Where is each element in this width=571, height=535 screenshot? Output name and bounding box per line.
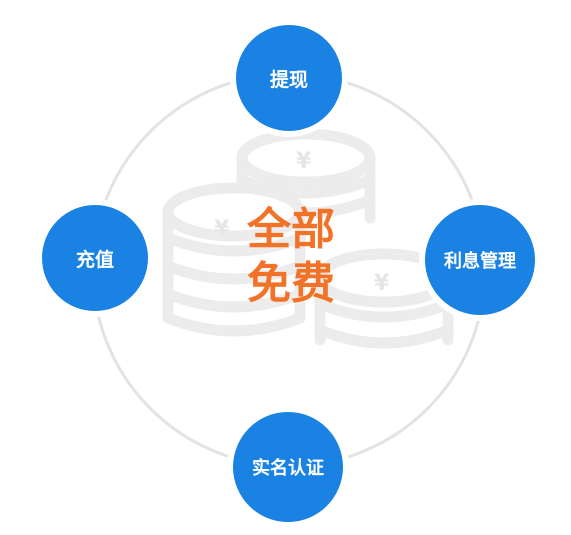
svg-text:¥: ¥: [374, 271, 390, 296]
node-interest-management[interactable]: 利息管理: [425, 205, 535, 315]
node-withdraw[interactable]: 提现: [236, 25, 342, 131]
node-real-name-verification[interactable]: 实名认证: [233, 412, 343, 522]
center-line-2: 免费: [247, 258, 335, 309]
center-headline: 全部 免费: [236, 203, 346, 311]
svg-text:¥: ¥: [296, 149, 312, 174]
node-recharge[interactable]: 充值: [42, 205, 148, 311]
yuan-symbol: ¥ ¥ ¥: [214, 149, 390, 296]
coin-stack-icon: [162, 128, 454, 349]
center-line-1: 全部: [247, 204, 335, 255]
svg-text:¥: ¥: [214, 217, 230, 242]
